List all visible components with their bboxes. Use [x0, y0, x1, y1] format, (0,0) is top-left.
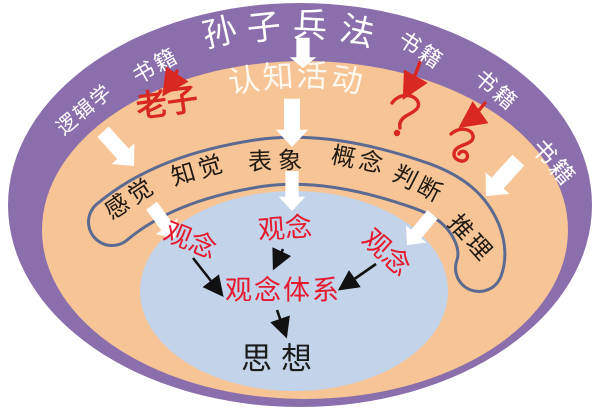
idea-label-middle: 观念 — [256, 211, 313, 246]
black-arrows — [191, 247, 377, 339]
arrow-idea-right-to-system — [337, 262, 377, 291]
band-item-representation: 表象 — [247, 147, 309, 177]
question-mark-ink-1-dot — [393, 129, 401, 137]
outer-title-char: 子 — [245, 8, 283, 49]
middle-title-char: 活 — [295, 57, 329, 95]
outer-title-char: 孙 — [199, 11, 241, 56]
question-mark-ink-2 — [449, 127, 475, 163]
red-arrow-question-2 — [458, 101, 489, 128]
red-ink-annotations — [162, 60, 489, 163]
arrow-idea-mid-to-system — [272, 247, 292, 271]
middle-title-char: 认 — [225, 61, 263, 101]
red-arrow-question-1 — [402, 60, 428, 100]
outer-title-char: 兵 — [292, 7, 328, 46]
thought-label: 思想 — [241, 341, 321, 377]
red-arrow-to-laozi — [162, 66, 189, 97]
inner-blue-ellipse — [140, 191, 448, 391]
arrow-system-to-thought — [270, 309, 290, 339]
handwritten-laozi-label: 老子 — [133, 81, 201, 125]
arrow-idea-left-to-system — [191, 257, 224, 298]
question-mark-ink-1 — [390, 93, 421, 130]
idea-system-label: 观念体系 — [225, 275, 341, 306]
middle-title-char: 知 — [261, 58, 295, 96]
cognition-band — [87, 135, 507, 293]
middle-title-char: 动 — [328, 60, 366, 100]
